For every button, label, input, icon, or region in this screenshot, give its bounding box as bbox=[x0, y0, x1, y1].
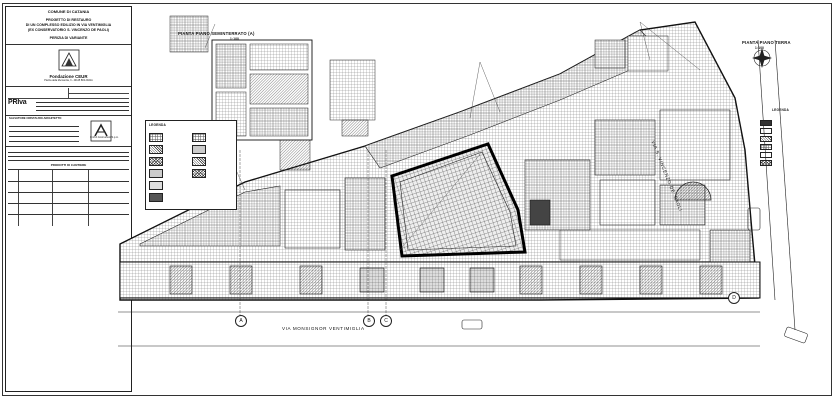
ground-plan-title: PIANTA PIANO TERRA bbox=[742, 40, 791, 45]
signatures-area bbox=[9, 122, 79, 142]
legend-swatch bbox=[149, 157, 163, 166]
legend-left: LEGENDA bbox=[145, 120, 237, 210]
stair-block bbox=[529, 199, 551, 226]
legend-swatch bbox=[149, 193, 163, 202]
ground-plan-scale: 1:100 bbox=[755, 46, 765, 50]
legend-left-title: LEGENDA bbox=[149, 123, 166, 127]
fondazione-logo-icon bbox=[58, 49, 80, 71]
street-frontage bbox=[119, 261, 761, 299]
legend-swatch bbox=[149, 145, 163, 154]
drawing-info-table bbox=[8, 88, 129, 99]
legend-swatch bbox=[760, 120, 772, 126]
street-name-bottom: VIA MONSIGNOR VENTIMIGLIA bbox=[282, 326, 365, 331]
legend-swatch bbox=[760, 144, 772, 150]
legend-swatch bbox=[760, 160, 772, 166]
courtyard bbox=[390, 142, 527, 258]
legend-swatch bbox=[149, 181, 163, 190]
legend-swatch bbox=[149, 133, 163, 142]
legend-swatch bbox=[760, 136, 772, 142]
street-lines bbox=[118, 39, 796, 347]
project-line-1: PROGETTO DI RESTAURO bbox=[45, 18, 92, 22]
revision-table bbox=[8, 148, 129, 162]
products-table bbox=[8, 169, 129, 226]
project-line-2: DI UN COMPLESSO EDILIZIO IN VIA VENTIMIG… bbox=[25, 23, 112, 27]
car-icon bbox=[747, 207, 761, 231]
legend-swatch bbox=[192, 133, 206, 142]
upper-plan-title: PIANTA PIANO SEMINTERRATO (A) bbox=[178, 31, 255, 36]
legend-swatch bbox=[149, 169, 163, 178]
brand-name: PRIva bbox=[8, 99, 27, 106]
city-title: COMUNE DI CATANIA bbox=[47, 9, 90, 14]
site-products-heading: PRODOTTI DI CANTIERE bbox=[50, 163, 87, 167]
upper-plan bbox=[169, 15, 376, 171]
apse-feature bbox=[674, 181, 712, 201]
car-icon bbox=[461, 319, 483, 330]
legend-right: LEGENDA bbox=[758, 108, 830, 172]
company-logo-icon bbox=[90, 120, 112, 142]
legend-swatch bbox=[192, 145, 206, 154]
upper-plan-scale: 1:100 bbox=[230, 37, 240, 41]
drawing-metadata-grid bbox=[36, 99, 129, 113]
north-arrow-icon bbox=[752, 48, 772, 68]
section-markers bbox=[239, 150, 387, 320]
divider bbox=[6, 86, 131, 87]
car-icon bbox=[784, 326, 808, 344]
legend-right-title: LEGENDA bbox=[772, 108, 789, 112]
project-line-4: PERIZIA DI VARIANTE bbox=[49, 36, 88, 40]
legend-swatch bbox=[192, 169, 206, 178]
divider bbox=[6, 44, 131, 45]
leader-lines bbox=[204, 21, 701, 191]
company-name: C.M.A Costruzioni S.p.A. bbox=[90, 136, 119, 139]
divider bbox=[6, 115, 131, 116]
legend-swatch bbox=[760, 152, 772, 158]
architect-name: SALVATORE CRISTAUDO ARCHITETTO bbox=[9, 116, 62, 120]
legend-swatch bbox=[192, 157, 206, 166]
project-line-3: (EX CONSERVATORIO S. VINCENZO DE PAOLI) bbox=[28, 28, 109, 32]
foundation-name: Fondazione CEUR bbox=[49, 74, 88, 79]
marker-b: B bbox=[363, 315, 375, 327]
detail-block bbox=[627, 35, 669, 72]
marker-a: A bbox=[235, 315, 247, 327]
divider bbox=[6, 146, 131, 147]
marker-c: C bbox=[380, 315, 392, 327]
foundation-address: Piazza della Mercanzia, 3 - 40125 BOLOGN… bbox=[44, 79, 93, 82]
marker-d: D bbox=[728, 292, 740, 304]
detail-block bbox=[594, 39, 626, 69]
legend-swatch bbox=[760, 128, 772, 134]
title-block: COMUNE DI CATANIA PROGETTO DI RESTAURO D… bbox=[5, 6, 132, 392]
